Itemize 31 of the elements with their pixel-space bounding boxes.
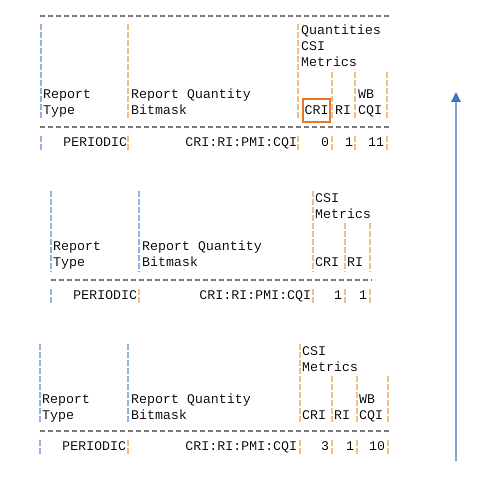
column-header: Report Type [43, 87, 92, 119]
column-header: Report Type [42, 392, 91, 424]
column-header: CRI [302, 408, 327, 424]
column-header: CSI Metrics [315, 191, 372, 223]
table-cell-text: 3 [320, 439, 329, 455]
column-header: RI [335, 103, 352, 119]
table-cell-text: 1 [345, 439, 354, 455]
column-header: Report Type [53, 239, 102, 271]
table-cell-text: PERIODIC [62, 135, 127, 151]
table-cell-text: 0 [320, 135, 329, 151]
column-header: WB CQI [359, 392, 384, 424]
column-header: WB CQI [358, 87, 383, 119]
table-cell-text: 10 [368, 439, 385, 455]
column-header: Quantities CSI Metrics [301, 23, 382, 71]
table-cell-text: PERIODIC [61, 439, 126, 455]
highlighted-header: CRI [302, 98, 331, 123]
table-cell-text: 11 [367, 135, 384, 151]
column-header: CSI Metrics [302, 344, 359, 376]
table-cell-text: CRI:RI:PMI:CQI [198, 288, 311, 304]
column-header: Report Quantity Bitmask [131, 87, 252, 119]
column-header: Report Quantity Bitmask [142, 239, 263, 271]
table-cell-text: 1 [333, 288, 342, 304]
table-cell-text: PERIODIC [72, 288, 137, 304]
column-header: CRI [315, 255, 340, 271]
table-cell-text: CRI:RI:PMI:CQI [184, 135, 297, 151]
table-cell-text: 1 [358, 288, 367, 304]
table-cell-text: 1 [344, 135, 353, 151]
table-cell-text: CRI:RI:PMI:CQI [184, 439, 297, 455]
column-header: RI [347, 255, 364, 271]
column-header: Report Quantity Bitmask [131, 392, 252, 424]
column-header: RI [334, 408, 351, 424]
